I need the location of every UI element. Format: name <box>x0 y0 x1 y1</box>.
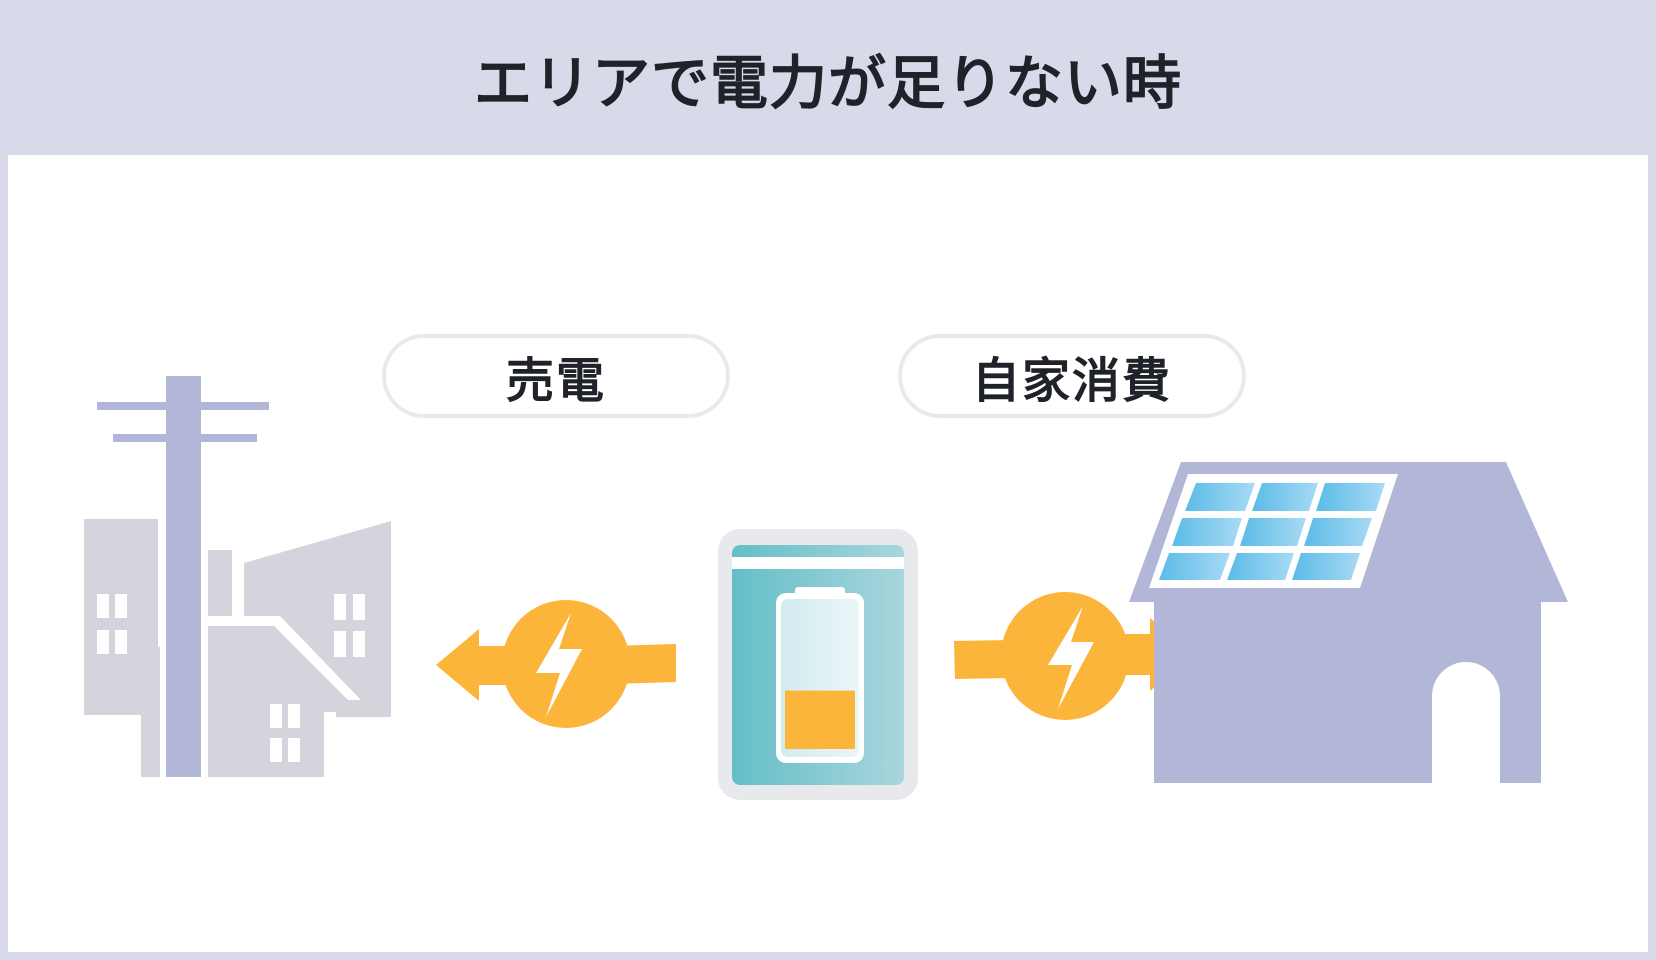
front-house-windows <box>270 704 300 762</box>
self-consumption-label-text: 自家消費 <box>971 353 1172 409</box>
building-right-windows <box>334 594 365 657</box>
diagram-title: エリアで電力が足りない時 <box>473 48 1182 117</box>
city-buildings-icon <box>84 519 391 777</box>
utility-pole-icon <box>97 376 269 777</box>
sell-label: 売電 <box>382 334 730 418</box>
sell-arrow-icon <box>436 600 676 728</box>
building-right <box>244 521 391 717</box>
house-door <box>1432 662 1500 783</box>
self-consumption-label: 自家消費 <box>898 334 1246 418</box>
header-bar: エリアで電力が足りない時 <box>0 0 1656 155</box>
storage-battery-icon <box>718 529 918 800</box>
building-left-windows <box>97 594 127 654</box>
solar-house-icon <box>1129 462 1568 783</box>
solar-cells <box>1159 483 1385 580</box>
self-consumption-arrow-icon <box>954 592 1194 720</box>
lightning-bolt-icon <box>1048 606 1094 709</box>
front-house <box>208 626 360 777</box>
left-small-house <box>106 646 160 777</box>
sell-label-text: 売電 <box>505 353 606 409</box>
battery-charge-level <box>785 690 855 749</box>
chimney <box>208 550 232 616</box>
lightning-bolt-icon <box>536 613 582 717</box>
